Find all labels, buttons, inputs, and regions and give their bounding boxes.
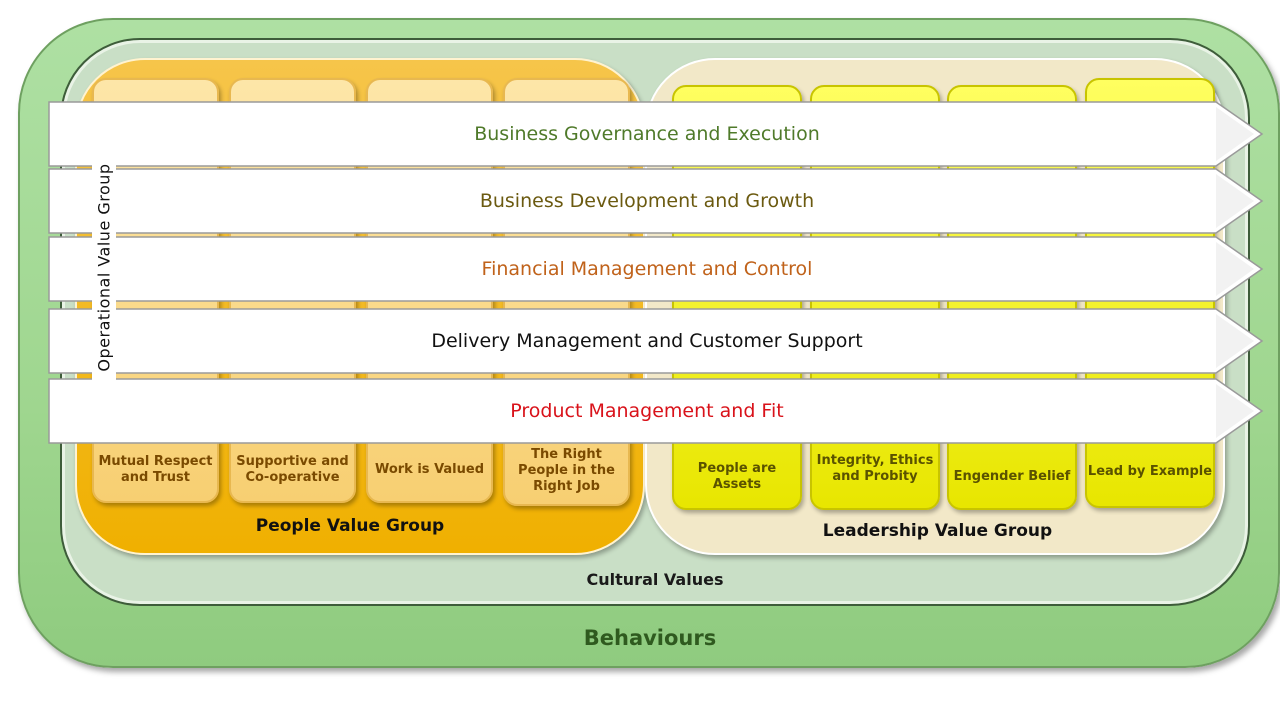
operational-value-group-text: Operational Value Group — [94, 163, 114, 372]
band-label: Financial Management and Control — [481, 258, 813, 280]
operational-band-5: Product Management and Fit — [48, 378, 1266, 444]
leadership-tile-label: Integrity, Ethics and Probity — [816, 453, 934, 484]
people-tile-label: The Right People in the Right Job — [518, 447, 615, 494]
arrow-shape — [48, 236, 1264, 302]
operational-band-4: Delivery Management and Customer Support — [48, 308, 1266, 374]
operational-band-1: Business Governance and Execution — [48, 101, 1266, 167]
people-tile-label: Supportive and Co-operative — [236, 454, 349, 485]
people-value-group-label: People Value Group — [255, 516, 445, 536]
arrow-shape — [48, 308, 1264, 374]
leadership-tile-label: People are Assets — [697, 461, 777, 492]
behaviours-label: Behaviours — [583, 626, 717, 650]
arrow-shape — [48, 378, 1264, 444]
cultural-values-label: Cultural Values — [586, 570, 724, 589]
operational-label-backdrop — [92, 150, 116, 385]
band-label: Business Development and Growth — [479, 190, 815, 212]
arrow-shape — [48, 168, 1264, 234]
operational-band-2: Business Development and Growth — [48, 168, 1266, 234]
leadership-tile-label: Lead by Example — [1087, 464, 1213, 479]
people-tile-label: Work is Valued — [374, 462, 485, 477]
people-tile-label: Mutual Respect and Trust — [98, 454, 213, 485]
leadership-tile-label: Engender Belief — [953, 469, 1071, 484]
leadership-value-group-label: Leadership Value Group — [822, 521, 1053, 541]
arrow-shape — [48, 101, 1264, 167]
band-label: Business Governance and Execution — [474, 123, 820, 145]
band-label: Delivery Management and Customer Support — [431, 330, 863, 352]
operational-value-group-label: Operational Value Group — [90, 150, 118, 385]
band-label: Product Management and Fit — [510, 400, 784, 422]
operational-band-3: Financial Management and Control — [48, 236, 1266, 302]
